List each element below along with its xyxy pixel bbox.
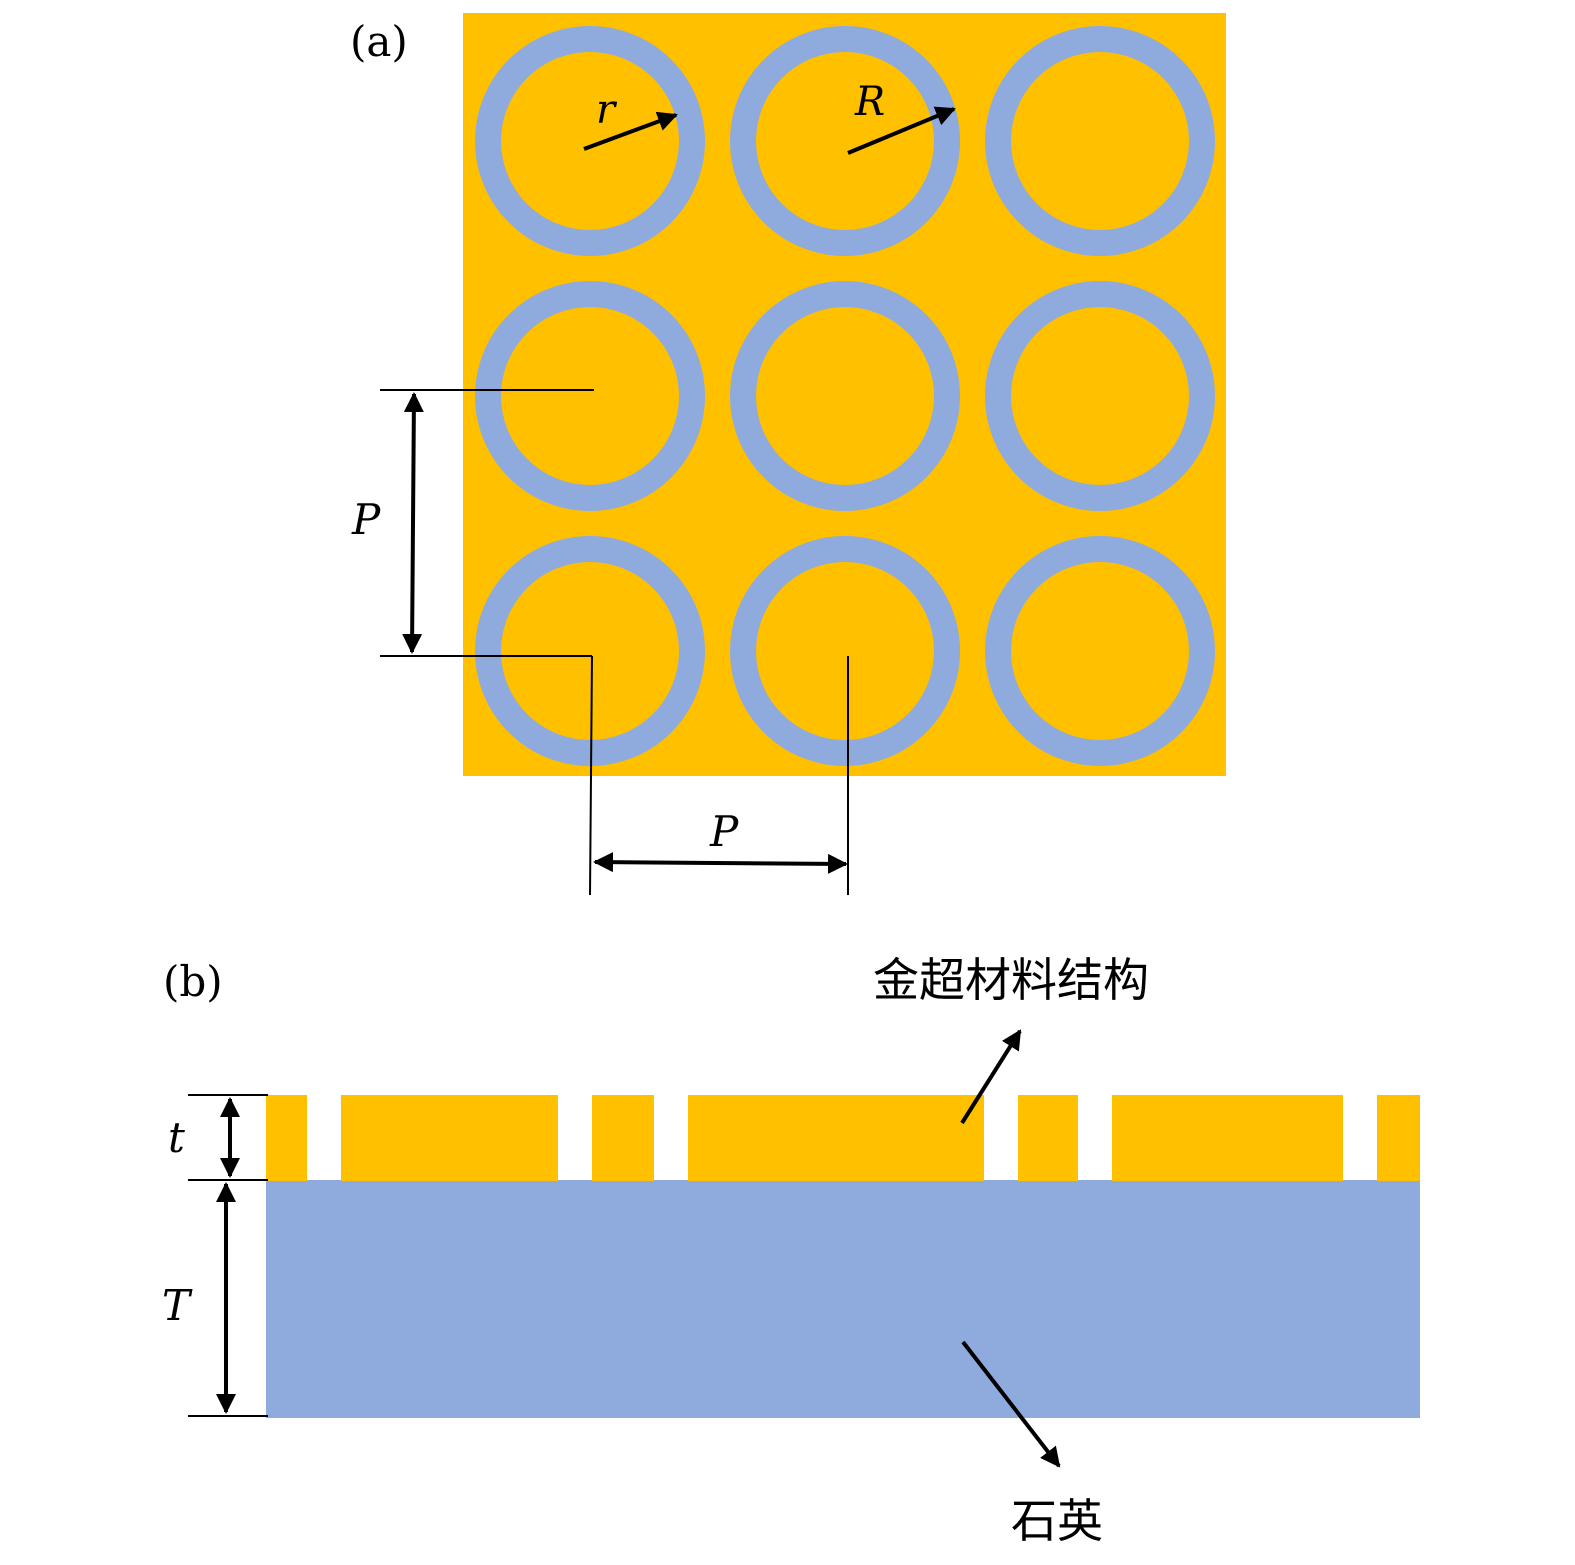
ring-r1-c2 (730, 26, 960, 256)
period-horizontal-arrow (593, 852, 848, 874)
panel-b: (b) t T 金超材料结构 石英 (162, 953, 1420, 1548)
outer-radius-arrow (847, 106, 956, 155)
gold-plate (463, 13, 1226, 776)
gold-segment (341, 1095, 558, 1181)
period-h-extension-left (589, 655, 593, 896)
period-horizontal-label: P (709, 807, 739, 856)
ring-r3-c2 (730, 536, 960, 766)
metamaterial-label: 金超材料结构 (873, 953, 1149, 1007)
panel-a-label: (a) (350, 17, 408, 66)
gold-segment (1112, 1095, 1343, 1181)
ring-r1-c1 (475, 26, 705, 256)
gold-segment (592, 1095, 654, 1181)
ring-r1-c3 (985, 26, 1215, 256)
gold-segment (266, 1095, 307, 1181)
ring-r2-c3 (985, 281, 1215, 511)
ring-r2-c2 (730, 281, 960, 511)
gold-segment (1018, 1095, 1078, 1181)
inner-radius-label: r (596, 87, 618, 133)
quartz-substrate (266, 1180, 1420, 1418)
metamaterial-pointer-arrow (960, 1029, 1022, 1125)
ring-r3-c1 (475, 536, 705, 766)
gold-segment (1377, 1095, 1420, 1181)
ring-r3-c3 (985, 536, 1215, 766)
substrate-label: 石英 (1011, 1494, 1103, 1548)
period-vertical-label: P (351, 495, 381, 544)
ring-r2-c1 (475, 281, 705, 511)
substrate-thickness-label: T (162, 1281, 193, 1330)
substrate-pointer-arrow (961, 1340, 1061, 1468)
gold-segment (688, 1095, 984, 1181)
gold-thickness-label: t (168, 1113, 185, 1162)
gold-layer (266, 1095, 1420, 1181)
ring-grid (475, 26, 1215, 766)
panel-b-label: (b) (163, 957, 223, 1006)
panel-a: (a) r R P P (350, 13, 1226, 896)
inner-radius-arrow (583, 111, 678, 151)
outer-radius-label: R (854, 79, 885, 125)
period-vertical-arrow (402, 392, 424, 654)
